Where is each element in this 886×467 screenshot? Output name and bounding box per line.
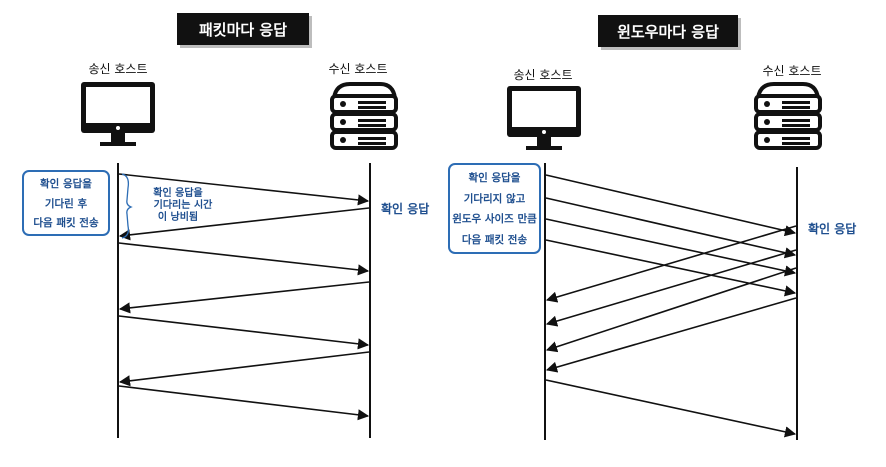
right-ack-arrow: [545, 225, 797, 303]
waste-line: 확인 응답을: [153, 188, 203, 199]
note-line: 윈도우 사이즈 만큼: [452, 213, 537, 226]
right-ack-arrow: [545, 297, 797, 373]
note-line: 확인 응답을: [40, 178, 92, 191]
left-note-box: 확인 응답을 기다린 후 다음 패킷 전송: [22, 170, 110, 236]
left-title: 패킷마다 응답: [177, 13, 309, 45]
left-sender-monitor-icon: [81, 82, 155, 146]
left-ack-arrow: [118, 281, 370, 314]
waste-line: 이 낭비됨: [157, 212, 199, 223]
right-receiver-label: 수신 호스트: [762, 64, 822, 78]
right-packet-arrow: [545, 174, 797, 237]
waste-line: 기다리는 시간: [153, 200, 213, 211]
note-line: 확인 응답을: [468, 172, 521, 185]
right-receiver-server-icon: [754, 82, 822, 150]
right-packet-arrow: [545, 239, 797, 297]
right-packet-arrow: [545, 379, 797, 438]
right-title: 윈도우마다 응답: [598, 15, 738, 47]
right-ack-label: 확인 응답: [808, 222, 857, 236]
waste-time-label: 확인 응답을 기다리는 시간 이 낭비됨: [128, 188, 228, 224]
note-line: 다음 패킷 전송: [33, 216, 99, 229]
right-sender-label: 송신 호스트: [513, 68, 573, 82]
note-line: 다음 패킷 전송: [461, 233, 528, 246]
left-packet-arrow: [118, 242, 370, 276]
left-ack-label: 확인 응답: [381, 202, 430, 216]
right-ack-arrow: [545, 267, 797, 353]
left-ack-arrow: [118, 351, 370, 387]
right-ack-arrow: [545, 249, 797, 327]
left-packet-arrow: [118, 315, 370, 350]
right-packet-arrow: [545, 197, 797, 259]
right-note-box: 확인 응답을 기다리지 않고 윈도우 사이즈 만큼 다음 패킷 전송: [448, 163, 541, 254]
left-receiver-label: 수신 호스트: [328, 62, 388, 76]
left-sender-label: 송신 호스트: [88, 62, 148, 76]
note-line: 기다린 후: [44, 197, 88, 210]
left-receiver-server-icon: [330, 82, 398, 150]
right-packet-arrow: [545, 218, 797, 277]
left-packet-arrow: [118, 385, 370, 421]
note-line: 기다리지 않고: [463, 192, 526, 205]
right-sender-monitor-icon: [507, 86, 581, 150]
